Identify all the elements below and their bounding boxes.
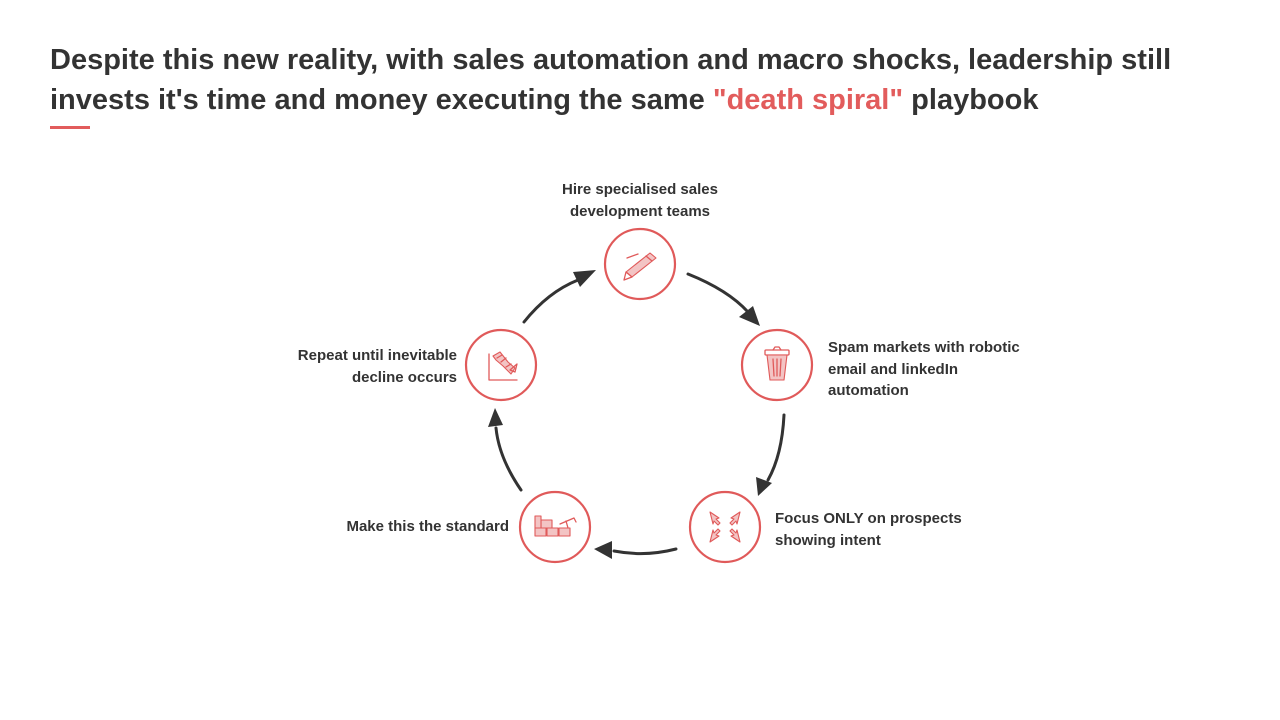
cycle-arrow-2 (756, 413, 786, 496)
step-label-3: Focus ONLY on prospects showing intent (775, 510, 962, 549)
cycle-arrow-4 (488, 408, 523, 492)
converge-arrows-icon (709, 511, 741, 543)
decline-chart-icon (488, 351, 518, 381)
title-main-text: Despite this new reality, with sales aut… (50, 44, 1172, 116)
step-node-2 (740, 328, 814, 402)
slide-title: Despite this new reality, with sales aut… (50, 40, 1200, 120)
step-label-4: Make this the standard (346, 518, 509, 535)
step-label-5: Repeat until inevitable decline occurs (297, 347, 457, 386)
pencil-icon (623, 252, 657, 281)
title-accent-underline (50, 126, 90, 129)
step-label-2: Spam markets with robotic email and link… (828, 339, 1020, 399)
step-label-1: Hire specialised sales development teams (562, 181, 718, 220)
cycle-arrow-5 (522, 270, 596, 324)
title-accent-text: "death spiral" (712, 84, 904, 116)
title-end-text: playbook (903, 84, 1039, 116)
step-node-4 (518, 490, 592, 564)
step-node-5 (464, 328, 538, 402)
cycle-arrow-1 (686, 272, 760, 326)
step-node-1 (603, 227, 677, 301)
step-node-3 (688, 490, 762, 564)
cycle-arrow-3 (594, 541, 678, 559)
building-blocks-icon (534, 515, 577, 537)
trash-bin-icon (764, 346, 790, 381)
